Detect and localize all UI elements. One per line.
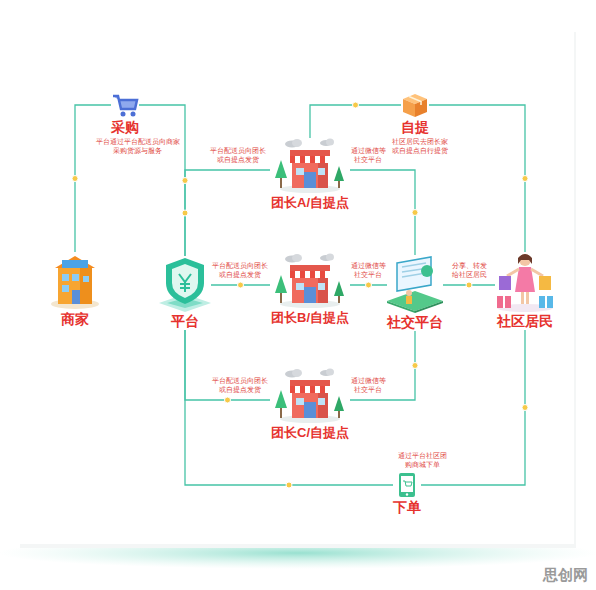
junction-dot (182, 178, 188, 184)
order-icon (399, 473, 415, 497)
junction-dot (72, 176, 78, 182)
junction-dot (225, 397, 231, 403)
edge-label: 通过微信等社交平台 (350, 376, 386, 394)
store-icon (275, 369, 344, 424)
node-label: 下单 (393, 498, 421, 516)
connector (185, 330, 393, 485)
icon-node: 采购平台通过平台配送员向商家采购货源与服务 (111, 92, 139, 136)
icon-node: 自提社区居民去团长家或自提点自行提货 (401, 92, 429, 136)
icon-node: 下单通过平台社区团购商城下单 (393, 472, 421, 516)
junction-dot (412, 210, 418, 216)
platform-icon (159, 258, 211, 312)
edge-label: 通过微信等社交平台 (350, 146, 386, 164)
store-icon (275, 254, 344, 309)
node-label: 社区居民 (495, 312, 555, 330)
connector (75, 105, 111, 252)
merchant-icon (51, 256, 99, 309)
edge-label: 分享、转发给社区居民 (449, 261, 489, 279)
panel (18, 28, 574, 544)
connector (429, 105, 525, 252)
node-note: 平台通过平台配送员向商家采购货源与服务 (95, 137, 180, 155)
junction-dot (522, 405, 528, 411)
connector (310, 105, 401, 138)
node-label: 团长A/自提点 (270, 194, 350, 212)
icon-node: 平台 (159, 256, 211, 330)
icon-node: 社区居民 (495, 252, 555, 330)
node-label: 平台 (159, 312, 211, 330)
junction-dot (286, 482, 292, 488)
junction-dot (412, 363, 418, 369)
edge-label: 平台配送员向团长或自提点发货 (208, 146, 268, 164)
resident-icon (497, 254, 553, 312)
junction-dot (466, 282, 472, 288)
connector (185, 330, 270, 400)
edge-label: 平台配送员向团长或自提点发货 (210, 376, 270, 394)
connector (350, 331, 415, 400)
node-note: 通过平台社区团购商城下单 (396, 451, 448, 469)
edge-label: 通过微信等社交平台 (350, 261, 386, 279)
icon-node: 团长A/自提点 (270, 138, 350, 212)
node-label: 商家 (50, 310, 100, 328)
node-label: 社交平台 (387, 313, 443, 331)
junction-dot (238, 282, 244, 288)
node-label: 团长B/自提点 (270, 309, 350, 327)
connector (185, 170, 270, 256)
connector (139, 105, 185, 256)
connector (350, 170, 415, 255)
watermark: 思创网 (543, 566, 588, 585)
icon-node: 团长C/自提点 (270, 368, 350, 442)
icon-node: 社交平台 (387, 255, 443, 331)
junction-dot (522, 176, 528, 182)
store-icon (275, 139, 344, 194)
junction-dot (353, 102, 359, 108)
icon-node: 团长B/自提点 (270, 253, 350, 327)
icon-node: 商家 (50, 252, 100, 328)
junction-dot (182, 210, 188, 216)
node-label: 采购 (111, 118, 139, 136)
junction-dot (366, 282, 372, 288)
node-label: 自提 (401, 118, 429, 136)
purchase-icon (113, 96, 137, 117)
pickup-icon (403, 94, 427, 117)
social-platform-icon (387, 257, 443, 313)
node-note: 社区居民去团长家或自提点自行提货 (390, 137, 450, 155)
edge-label: 平台配送员向团长或自提点发货 (210, 261, 270, 279)
node-label: 团长C/自提点 (270, 424, 350, 442)
